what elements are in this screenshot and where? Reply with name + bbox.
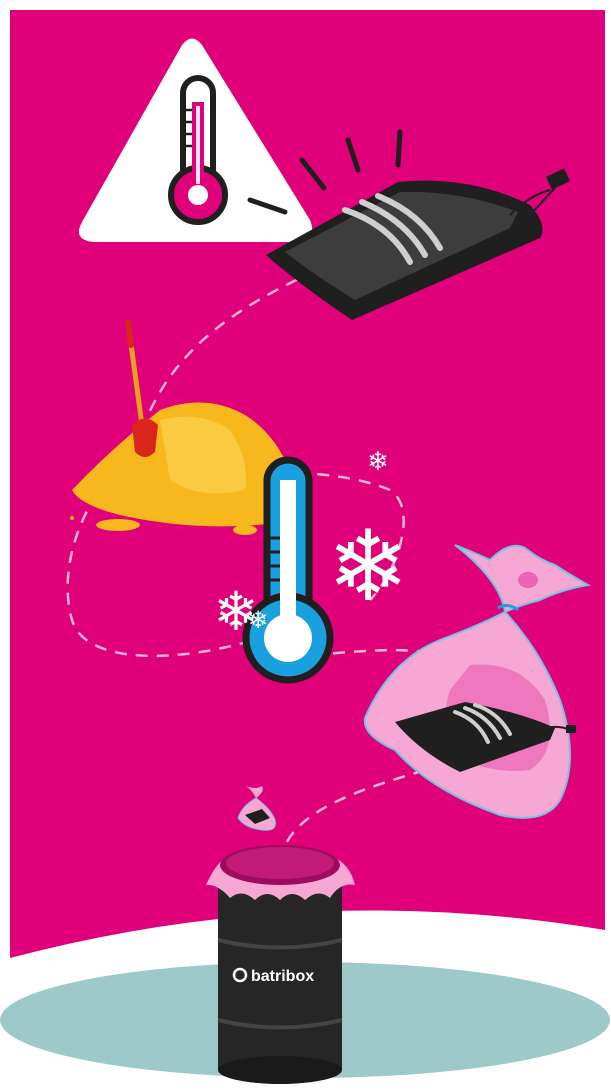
barrel-brand-label: batribox [251, 968, 314, 985]
svg-text:❄: ❄ [248, 606, 268, 634]
barrel-icon: batribox [206, 845, 355, 1084]
svg-text:❄: ❄ [327, 510, 409, 624]
svg-text:❄: ❄ [367, 447, 389, 477]
